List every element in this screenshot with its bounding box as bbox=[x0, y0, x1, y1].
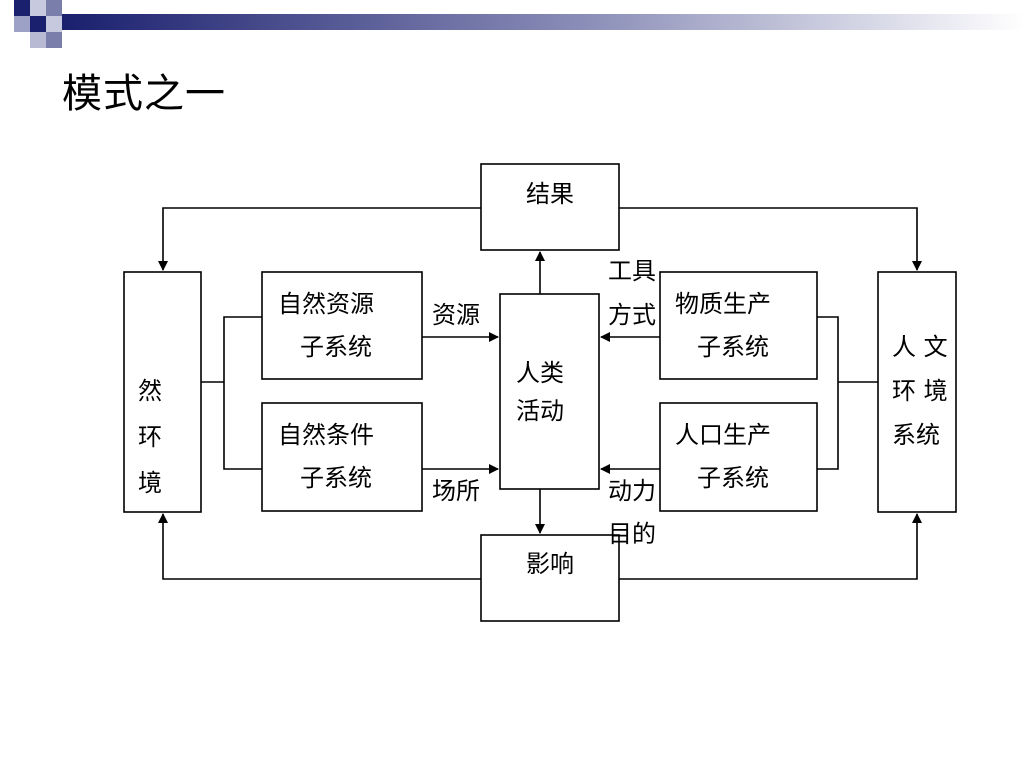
population-production-box bbox=[659, 402, 818, 512]
slide-title: 模式之一 bbox=[62, 71, 226, 117]
impact-box bbox=[480, 534, 620, 622]
human-env-label-3: 系统 bbox=[892, 421, 940, 449]
population-production-label-2: 子系统 bbox=[697, 464, 769, 492]
tools-arrow-label-2: 方式 bbox=[608, 301, 656, 329]
natural-env-char-3: 境 bbox=[138, 469, 162, 497]
result-to-human-arrow bbox=[619, 207, 922, 271]
natural-resources-box bbox=[261, 271, 423, 380]
motive-arrow-label-2: 目的 bbox=[608, 520, 656, 548]
human-activity-label-2: 活动 bbox=[516, 397, 564, 425]
left-bracket bbox=[223, 316, 262, 470]
header-decoration bbox=[14, 0, 1024, 48]
impact-label: 影响 bbox=[526, 550, 574, 578]
natural-conditions-box bbox=[261, 402, 423, 512]
motive-arrow-label-1: 动力 bbox=[608, 477, 656, 505]
right-bracket bbox=[817, 316, 839, 470]
natural-resources-label-1: 自然资源 bbox=[278, 290, 374, 318]
tools-arrow-label-1: 工具 bbox=[608, 257, 656, 285]
natural-env-char-2: 环 bbox=[138, 423, 162, 451]
human-activity-box bbox=[499, 293, 600, 490]
human-env-label-2: 环 境 bbox=[892, 377, 948, 405]
natural-conditions-label-2: 子系统 bbox=[300, 464, 372, 492]
human-env-label-1: 人 文 bbox=[892, 333, 948, 361]
population-production-label-1: 人口生产 bbox=[675, 421, 771, 449]
result-to-natural-arrow bbox=[158, 207, 481, 271]
material-production-label-1: 物质生产 bbox=[675, 290, 771, 318]
natural-resources-label-2: 子系统 bbox=[300, 333, 372, 361]
natural-conditions-label-1: 自然条件 bbox=[278, 421, 374, 449]
material-production-label-2: 子系统 bbox=[697, 333, 769, 361]
natural-env-char-1: 然 bbox=[138, 377, 162, 405]
human-activity-label-1: 人类 bbox=[516, 359, 564, 387]
resources-arrow-label: 资源 bbox=[432, 301, 480, 329]
result-label: 结果 bbox=[526, 180, 574, 208]
impact-to-human-arrow bbox=[619, 513, 922, 580]
result-box bbox=[480, 163, 620, 251]
material-production-box bbox=[659, 271, 818, 380]
place-arrow-label: 场所 bbox=[432, 477, 480, 505]
natural-env-box bbox=[123, 271, 202, 513]
human-env-box bbox=[877, 271, 957, 513]
impact-to-natural-arrow bbox=[158, 513, 481, 580]
